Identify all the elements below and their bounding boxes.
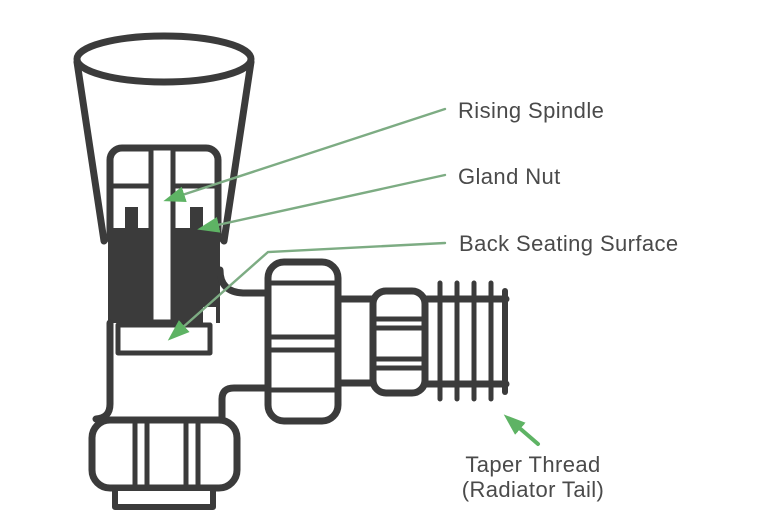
back-seating-surface-label: Back Seating Surface [459, 231, 679, 256]
back-seating-leader-line [167, 241, 447, 341]
gland-nut-label: Gland Nut [458, 164, 561, 189]
body-outlet-bottom [218, 384, 272, 423]
thread-band-edges [421, 295, 510, 388]
handle-right-edge [220, 58, 255, 245]
valve-handle [73, 32, 255, 245]
spindle-drawing [148, 145, 176, 325]
back-seat-rect [115, 322, 213, 356]
rising-spindle-label: Rising Spindle [458, 98, 605, 123]
compression-nut-flats [132, 420, 201, 488]
taper-thread-label-line1: Taper Thread [465, 452, 601, 477]
union-nut [264, 258, 378, 425]
bottom-compression-nut [88, 416, 241, 510]
thread-ridges [437, 280, 494, 402]
taper-thread-label: Taper Thread (Radiator Tail) [433, 452, 633, 502]
gland-nut-leader-line [197, 173, 447, 233]
rising-spindle-leader-line [163, 107, 447, 202]
compression-nut [88, 416, 241, 492]
pipe-stub [112, 485, 216, 510]
gland-pin-left [125, 207, 138, 232]
union-nut-body [264, 258, 342, 425]
taper-thread-label-line2: (Radiator Tail) [461, 477, 605, 502]
spindle-shaft [148, 145, 176, 325]
taper-thread-arrow [503, 414, 540, 446]
union-outlet-pipe [334, 295, 378, 387]
gland-pin-right [190, 207, 203, 232]
leader-lines [163, 107, 540, 446]
body-left-edge [92, 319, 114, 423]
connector-nut [369, 287, 429, 397]
union-nut-flats [267, 280, 339, 393]
handle-left-edge [73, 58, 108, 245]
handle-top-ellipse [73, 32, 255, 86]
connector-nut-flats [372, 316, 426, 371]
packing-notch [203, 307, 216, 323]
connector-nut-body [369, 287, 429, 397]
back-seating-drawing [115, 322, 213, 356]
taper-thread-drawing [421, 280, 510, 402]
